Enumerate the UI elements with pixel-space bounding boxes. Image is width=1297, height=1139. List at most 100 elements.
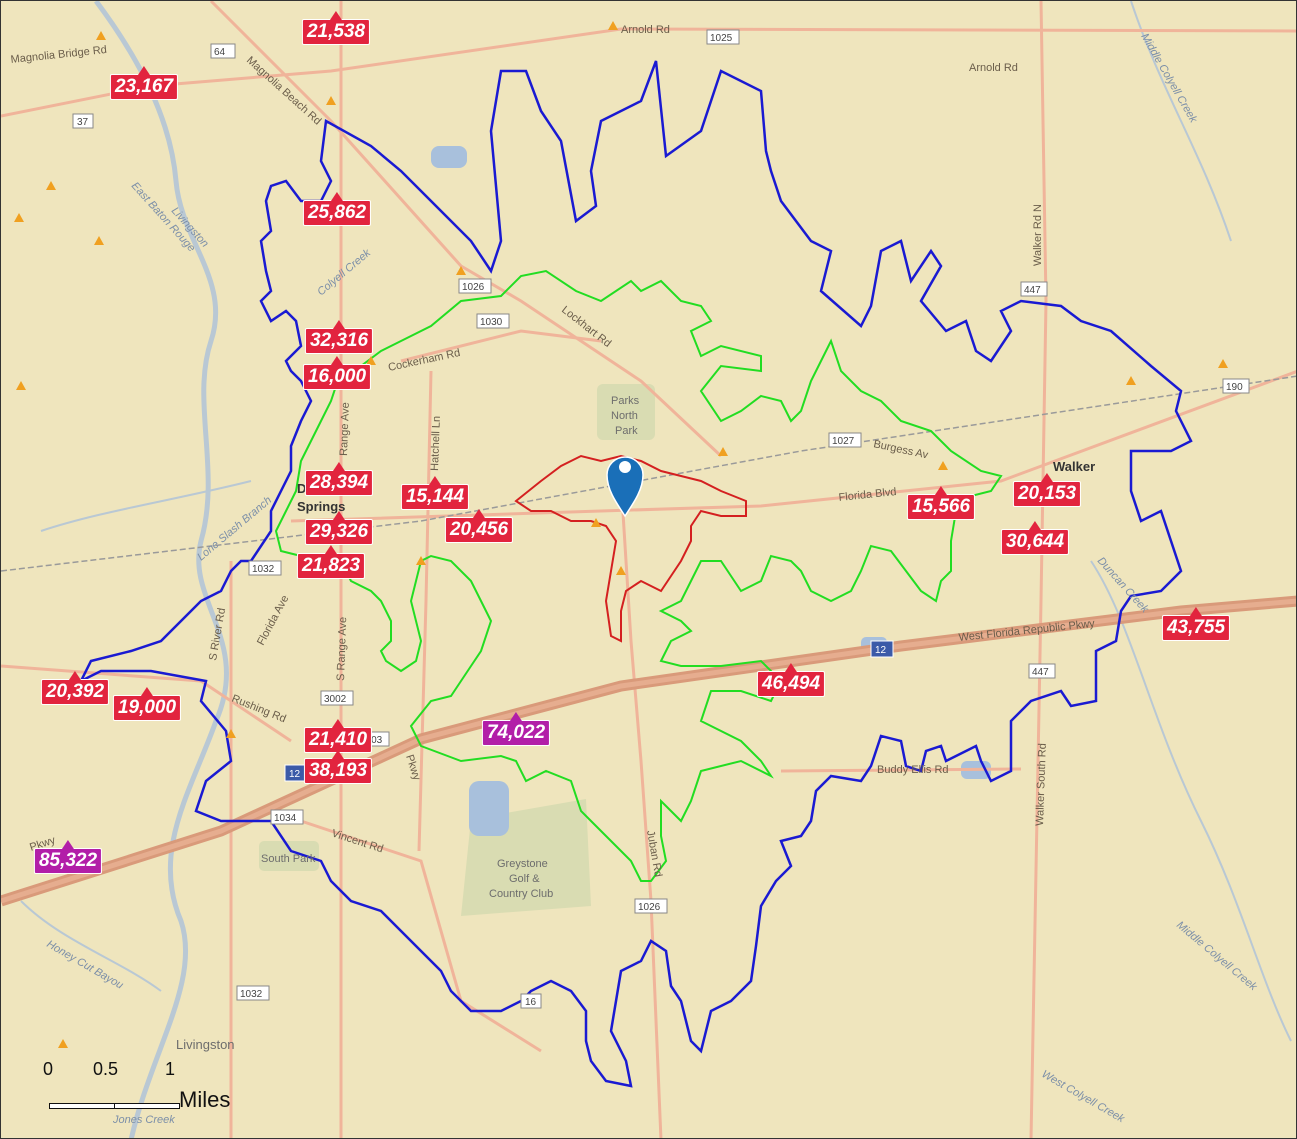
poi-marker[interactable]: [1218, 359, 1228, 368]
traffic-count-label[interactable]: 21,410: [303, 727, 373, 753]
road-label-burgess-av: Burgess Av: [872, 438, 929, 461]
place-label-greystone: Greystone: [497, 858, 548, 870]
road-label-arnold-rd: Arnold Rd: [969, 62, 1018, 74]
route-shield-447: 447: [1032, 667, 1049, 678]
route-shield-i12: 12: [875, 645, 887, 656]
traffic-count-label[interactable]: 15,144: [400, 484, 470, 510]
route-shield-16: 16: [525, 997, 537, 1008]
place-label-greystone: Country Club: [489, 888, 553, 900]
scale-tick-label: 0: [43, 1059, 54, 1079]
traffic-count-label[interactable]: 25,862: [302, 200, 372, 226]
route-shield-37: 37: [77, 117, 89, 128]
road-label-walker-rd-n: Walker Rd N: [1032, 204, 1044, 266]
poi-marker[interactable]: [608, 21, 618, 30]
traffic-count-label[interactable]: 43,755: [1161, 615, 1231, 641]
creek: [20, 900, 162, 992]
poi-marker[interactable]: [366, 356, 376, 365]
poi-marker[interactable]: [938, 461, 948, 470]
place-label-south-park: South Park: [261, 853, 316, 865]
poi-marker[interactable]: [456, 266, 466, 275]
traffic-count-label[interactable]: 29,326: [304, 519, 374, 545]
road-label-cockerham-rd: Cockerham Rd: [387, 347, 461, 374]
route-shield-1034: 1034: [274, 813, 297, 824]
traffic-count-label[interactable]: 38,193: [303, 758, 373, 784]
drive-time-zone-outer: [78, 60, 1193, 1088]
place-label-greystone: Golf &: [509, 873, 540, 885]
traffic-count-label[interactable]: 28,394: [304, 470, 374, 496]
route-shield-3002: 3002: [324, 694, 347, 705]
poi-marker[interactable]: [591, 518, 601, 527]
route-shield-1027: 1027: [832, 436, 855, 447]
water-label-middle-colyell-creek: Middle Colyell Creek: [1138, 32, 1199, 126]
poi-marker[interactable]: [14, 213, 24, 222]
traffic-count-label[interactable]: 74,022: [481, 720, 551, 746]
traffic-count-label[interactable]: 20,456: [444, 517, 514, 543]
road-label-hatchell-ln: Hatchell Ln: [429, 416, 443, 471]
traffic-count-label[interactable]: 20,153: [1012, 481, 1082, 507]
place-label-parks-north-park: Parks: [611, 395, 640, 407]
poi-marker[interactable]: [46, 181, 56, 190]
road-label-west-florida-republic-pkwy: West Florida Republic Pkwy: [958, 618, 1096, 644]
traffic-count-label[interactable]: 16,000: [302, 364, 372, 390]
poi-marker[interactable]: [616, 566, 626, 575]
place-label-parks-north-park: Park: [615, 425, 638, 437]
creek: [1130, 1, 1232, 242]
route-shield-64: 64: [214, 47, 226, 58]
road-label-s-range-ave: S Range Ave: [335, 617, 349, 681]
road-label-arnold-rd: Arnold Rd: [621, 24, 670, 36]
poi-marker[interactable]: [16, 381, 26, 390]
poi-marker[interactable]: [226, 729, 236, 738]
route-shield-447: 447: [1024, 285, 1041, 296]
road-label-buddy-ellis-rd: Buddy Ellis Rd: [877, 764, 949, 776]
scale-units-label: Miles: [179, 1087, 231, 1112]
amite-river: [93, 1, 229, 1138]
route-shield-1026: 1026: [638, 902, 661, 913]
road-label-florida-blvd: Florida Blvd: [838, 486, 897, 504]
poi-marker[interactable]: [326, 96, 336, 105]
traffic-count-label[interactable]: 46,494: [756, 671, 826, 697]
traffic-count-label[interactable]: 21,823: [296, 553, 366, 579]
scale-bar: 0 0.5 1 Miles: [41, 1059, 251, 1129]
poi-marker[interactable]: [416, 556, 426, 565]
traffic-count-label[interactable]: 23,167: [109, 74, 179, 100]
scale-tick-label: 0.5: [93, 1059, 119, 1079]
scale-bar-segment: [49, 1103, 115, 1109]
pond: [469, 781, 509, 836]
traffic-count-label[interactable]: 19,000: [112, 695, 182, 721]
road-label-vincent-rd: Vincent Rd: [330, 827, 385, 855]
poi-marker[interactable]: [58, 1039, 68, 1048]
place-labels: Parks North Park Greystone Golf & Countr…: [176, 395, 640, 1052]
pond: [431, 146, 467, 168]
water-label-colyell-creek: Colyell Creek: [315, 247, 373, 299]
poi-marker[interactable]: [94, 236, 104, 245]
traffic-count-label[interactable]: 30,644: [1000, 529, 1070, 555]
poi-marker[interactable]: [1126, 376, 1136, 385]
route-shield-1030: 1030: [480, 317, 503, 328]
place-label-livingston: Livingston: [176, 1037, 235, 1052]
poi-marker[interactable]: [718, 447, 728, 456]
site-location-pin[interactable]: [606, 456, 644, 518]
route-shield-1025: 1025: [710, 33, 733, 44]
town-label-walker: Walker: [1053, 459, 1095, 474]
road-label-walker-south-rd: Walker South Rd: [1034, 743, 1049, 826]
road-label-magnolia-beach-rd: Magnolia Beach Rd: [244, 54, 323, 127]
road-label-florida-ave: Florida Ave: [255, 593, 291, 647]
scale-tick-label: 1: [165, 1059, 176, 1079]
traffic-count-label[interactable]: 32,316: [304, 328, 374, 354]
traffic-count-label[interactable]: 15,566: [906, 494, 976, 520]
road-label-magnolia-bridge-rd: Magnolia Bridge Rd: [10, 44, 107, 66]
traffic-count-label[interactable]: 20,392: [40, 679, 110, 705]
water-label-west-colyell-creek: West Colyell Creek: [1040, 1068, 1127, 1125]
traffic-count-label[interactable]: 21,538: [301, 19, 371, 45]
place-label-parks-north-park: North: [611, 410, 638, 422]
road-label-range-ave: Range Ave: [338, 402, 352, 456]
south-park-area: [259, 841, 319, 871]
town-label-denham-springs: D: [297, 481, 306, 496]
route-shield-1026: 1026: [462, 282, 485, 293]
creek: [40, 480, 252, 532]
scale-bar-segment: [114, 1103, 180, 1109]
poi-marker[interactable]: [96, 31, 106, 40]
traffic-count-label[interactable]: 85,322: [33, 848, 103, 874]
route-shield-i12: 12: [289, 769, 301, 780]
